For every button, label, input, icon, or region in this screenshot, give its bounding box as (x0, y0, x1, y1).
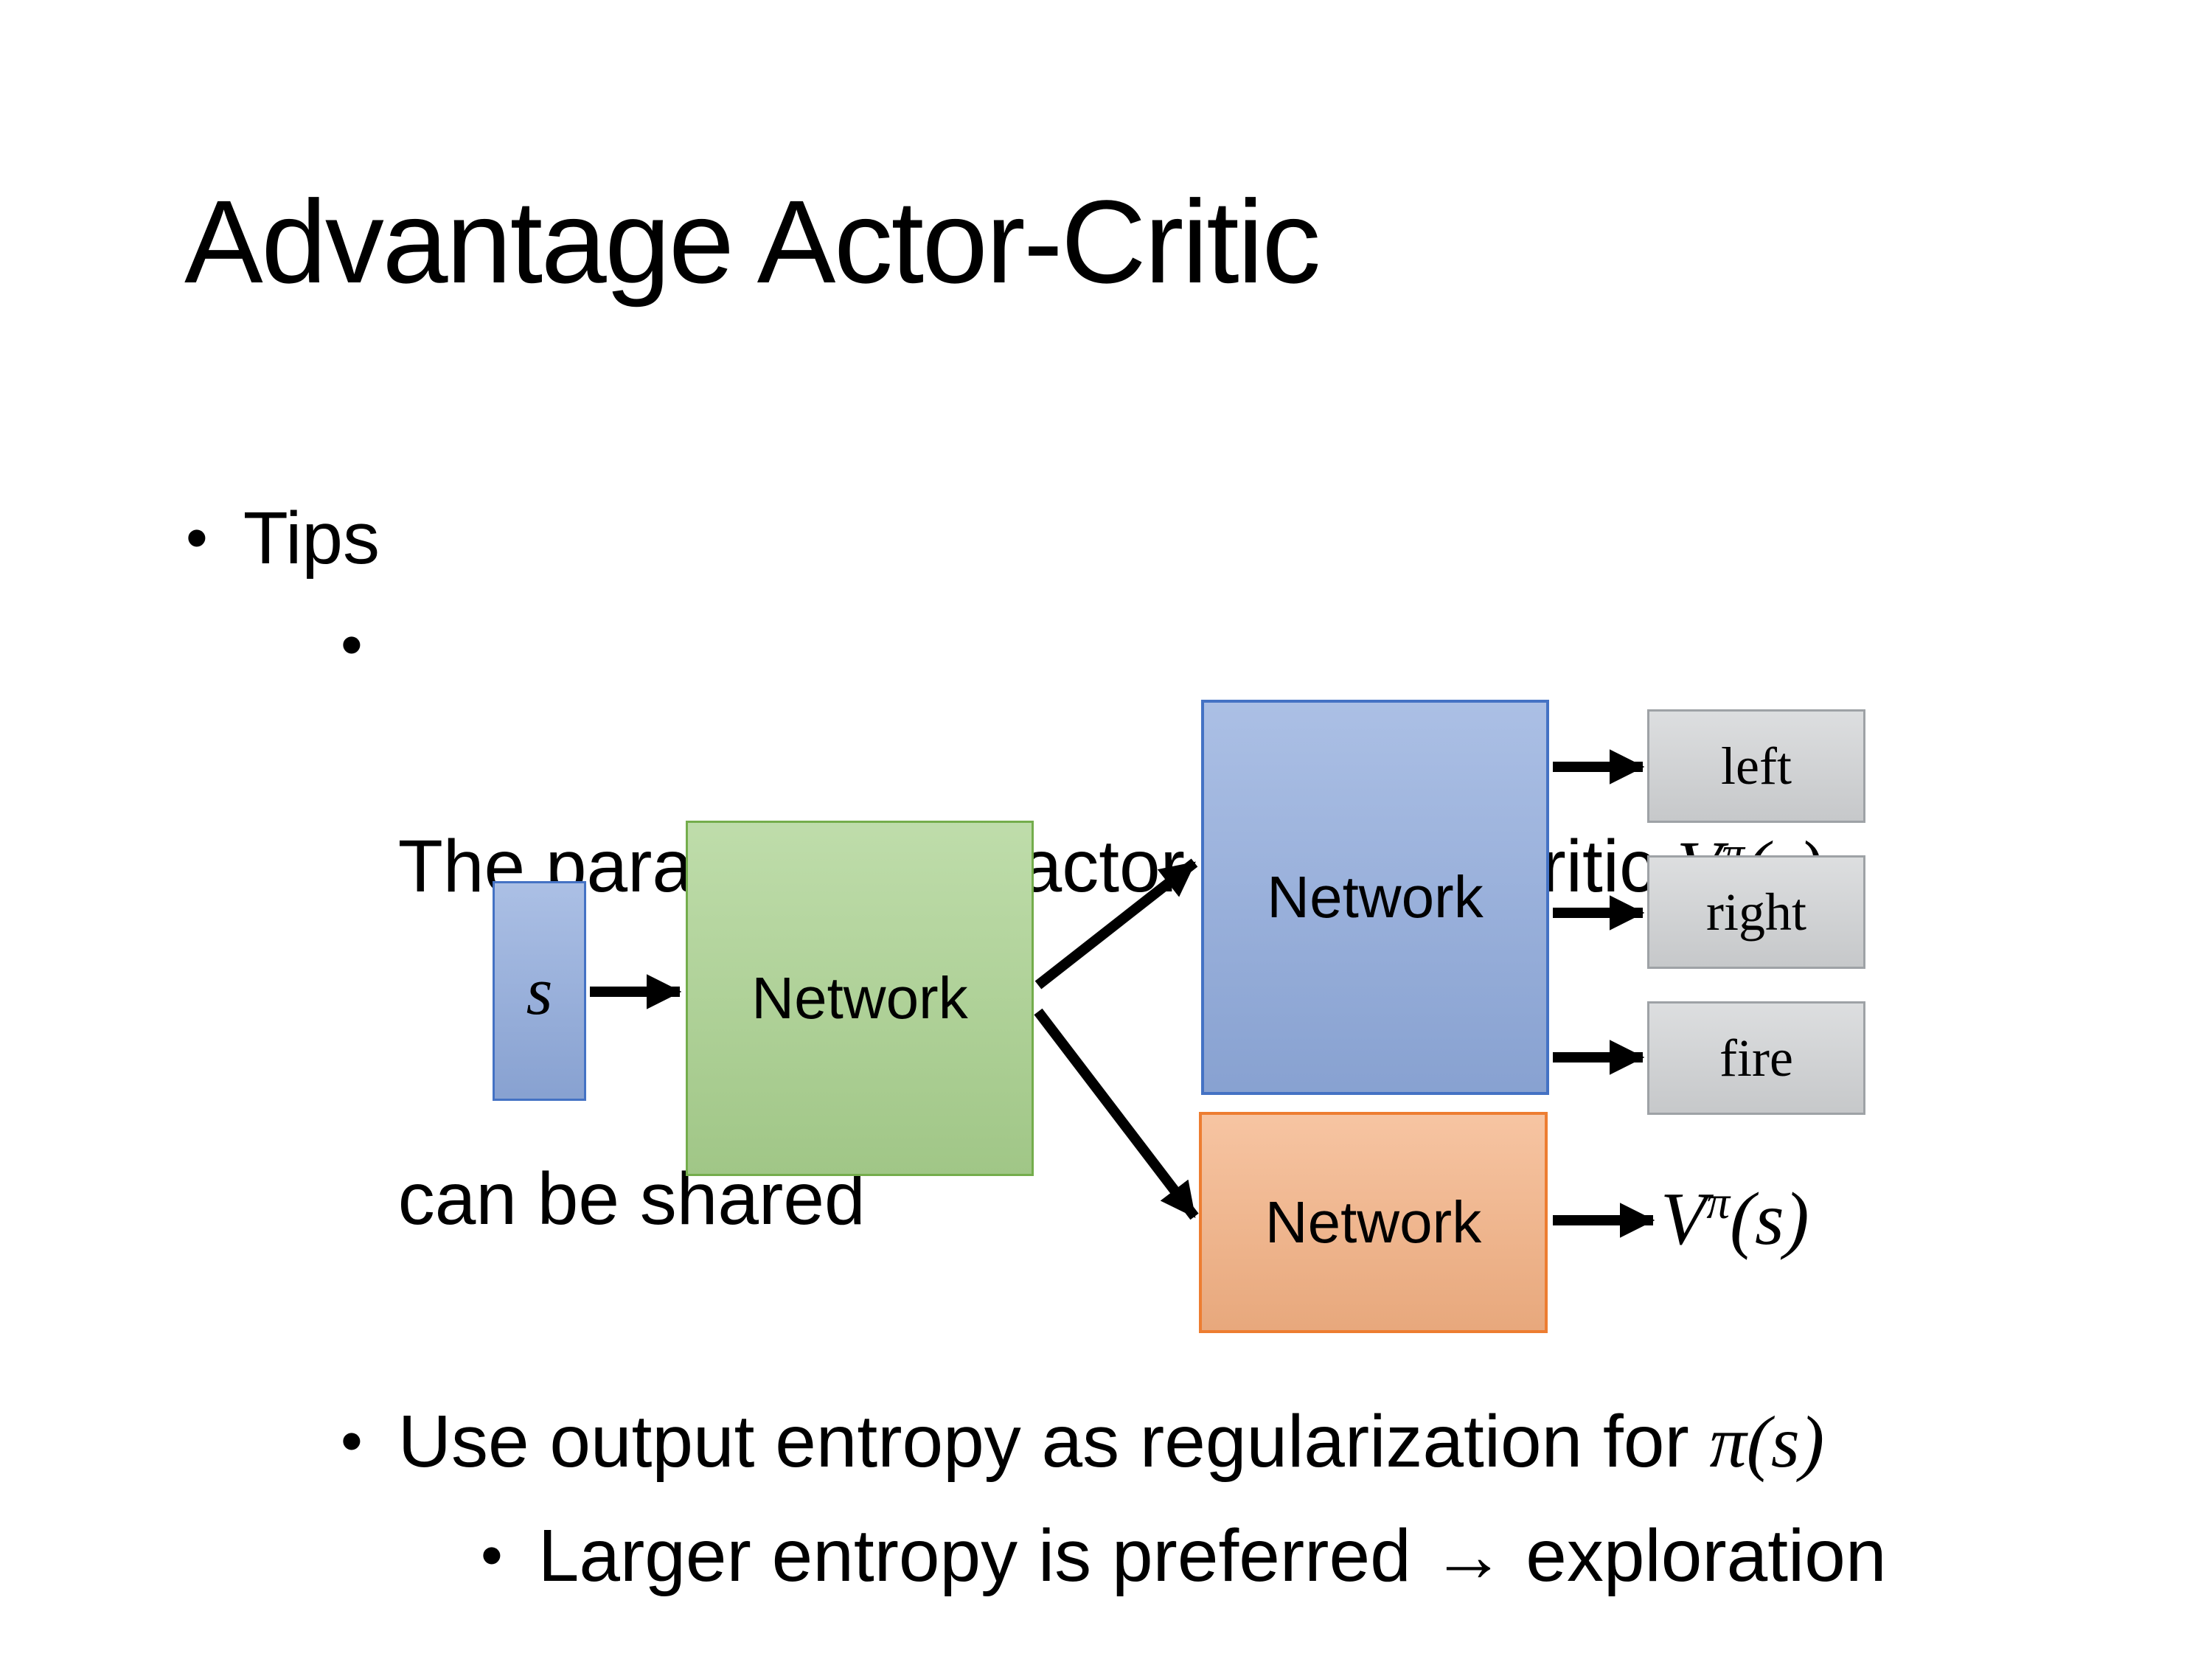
state-input-box: s (493, 881, 586, 1101)
action-output-left-box: left (1647, 709, 1865, 823)
bullet-entropy-regularization-text: Use output entropy as regularization for… (398, 1386, 1824, 1498)
bullet-dot: • (341, 610, 363, 680)
bullet-larger-entropy-text: Larger entropy is preferred → exploratio… (538, 1514, 1887, 1597)
action-output-fire-box: fire (1647, 1001, 1865, 1115)
value-args: (s) (1730, 1178, 1809, 1261)
bullet-dot: • (341, 1406, 363, 1476)
actor-network-box: Network (1201, 700, 1549, 1095)
action-output-left-label: left (1721, 736, 1792, 796)
bullet-entropy-regularization: • Use output entropy as regularization f… (341, 1386, 1824, 1498)
bullet-line-1: The parameters of actor π(s) and critic … (398, 811, 1823, 922)
value-sup: π (1706, 1177, 1730, 1229)
bullet-larger-entropy: • Larger entropy is preferred → explorat… (481, 1500, 1886, 1611)
math-pi-s: π(s) (1709, 1401, 1825, 1483)
shared-network-box: Network (686, 821, 1034, 1176)
bullet-dot: • (481, 1520, 503, 1590)
critic-network-box: Network (1199, 1112, 1548, 1333)
bullet-dot: • (186, 503, 208, 573)
critic-network-label: Network (1265, 1189, 1482, 1255)
value-output-label: Vπ(s) (1660, 1171, 1809, 1269)
bullet-tips-text: Tips (243, 497, 380, 580)
bullet-tips: • Tips (186, 483, 380, 594)
action-output-right-box: right (1647, 855, 1865, 969)
value-base: V (1660, 1178, 1707, 1261)
shared-network-label: Network (751, 965, 968, 1031)
action-output-right-label: right (1706, 882, 1806, 942)
action-output-fire-label: fire (1719, 1028, 1793, 1088)
page-title: Advantage Actor-Critic (184, 175, 1321, 307)
bullet-line-2: can be shared (397, 1158, 866, 1240)
actor-network-label: Network (1267, 864, 1484, 930)
bullet-shared-parameters-text: The parameters of actor π(s) and critic … (398, 590, 1823, 1475)
text-pre: Use output entropy as regularization for (397, 1400, 1710, 1483)
state-input-label: s (526, 953, 553, 1029)
